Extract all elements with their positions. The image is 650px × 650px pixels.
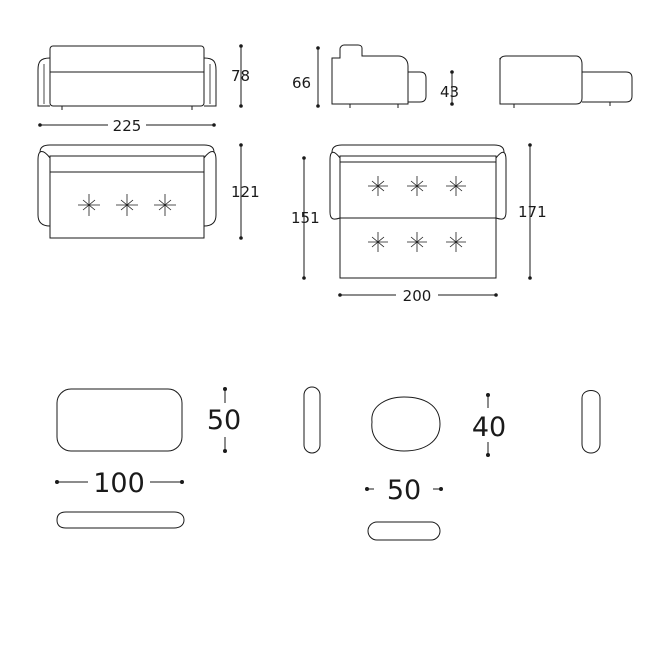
sofa-height-label: 78 — [231, 67, 250, 85]
dim-cushion-round-height — [486, 393, 490, 457]
sofa-side-view-closed — [331, 44, 427, 108]
sofa-side-view-extended — [499, 55, 633, 108]
tuft-mark — [116, 194, 138, 216]
cushion-rect-height-label: 50 — [207, 405, 241, 436]
cushion-rect-side — [303, 386, 321, 454]
tuft-mark — [407, 232, 427, 252]
sofa-front-view — [37, 45, 217, 110]
sofa-top-view — [37, 144, 217, 239]
tuft-mark — [446, 232, 466, 252]
cushion-round-top — [367, 521, 441, 541]
bed-left-arm — [329, 151, 341, 220]
dim-cushion-round-width — [365, 487, 443, 491]
sofa-front-back — [49, 45, 205, 107]
dim-sofa-height — [239, 44, 243, 108]
cushion-round-width-label: 50 — [387, 475, 421, 506]
sofa-top-back-outline — [39, 144, 215, 153]
sofa-top-seat — [49, 171, 205, 239]
sofa-depth-label: 121 — [231, 183, 260, 201]
dim-sofa-depth — [239, 143, 243, 240]
cushion-round-front — [371, 396, 441, 452]
sofa-top-backrest — [49, 155, 205, 173]
sofa-side-footrest — [408, 71, 427, 103]
sofa-side-body — [331, 44, 409, 105]
bed-lower-mattress — [339, 217, 497, 279]
dim-cushion-rect-width — [55, 480, 184, 484]
tuft-mark — [154, 194, 176, 216]
cushion-rect-front — [56, 388, 183, 452]
dim-arm-height — [450, 70, 454, 106]
tuft-mark — [407, 176, 427, 196]
sofa-top-right-arm — [203, 151, 217, 227]
bed-width-label: 200 — [403, 287, 432, 305]
cushion-rect-width-label: 100 — [93, 468, 145, 499]
dim-sofa-width — [38, 123, 216, 127]
cushion-round-height-label: 40 — [472, 412, 506, 443]
sofa-front-right-arm — [203, 57, 217, 107]
dim-seat-height — [316, 46, 320, 108]
dim-cushion-rect-height — [223, 387, 227, 453]
bed-top-view — [329, 144, 507, 279]
dim-bed-total-depth — [528, 143, 532, 280]
tuft-mark — [368, 176, 388, 196]
sofa-extended-body — [499, 55, 583, 105]
sofa-front-left-arm — [37, 57, 51, 107]
dim-bed-depth — [302, 156, 306, 280]
bed-back-outline — [331, 144, 505, 153]
tuft-mark — [78, 194, 100, 216]
bed-depth-label: 151 — [291, 209, 320, 227]
sofa-width-label: 225 — [113, 117, 142, 135]
seat-height-label: 66 — [292, 74, 311, 92]
tuft-mark — [446, 176, 466, 196]
dim-bed-width — [338, 293, 498, 297]
cushion-rect-top — [56, 511, 185, 529]
bed-total-depth-label: 171 — [518, 203, 547, 221]
sofa-top-left-arm — [37, 151, 51, 227]
bed-right-arm — [495, 151, 507, 220]
sofa-extended-bed — [582, 71, 633, 103]
arm-height-label: 43 — [440, 83, 459, 101]
cushion-round-side — [581, 390, 601, 454]
tuft-mark — [368, 232, 388, 252]
